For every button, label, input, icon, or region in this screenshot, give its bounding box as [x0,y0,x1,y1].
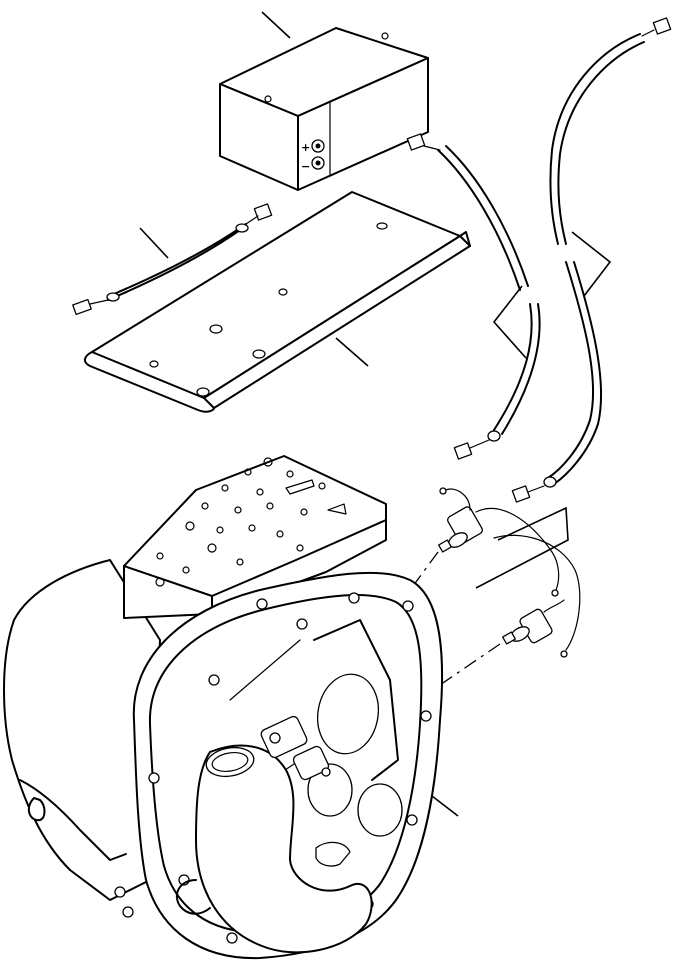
mounting-bracket [84,191,471,413]
valve-block-holes [155,457,347,587]
callout-leader-harness-b [571,231,612,297]
transmission-housing [3,455,444,960]
harness-b [511,17,672,503]
terminal-plus-symbol: + [301,141,310,154]
jumper-harness [72,203,273,316]
callout-leader-housing [431,795,459,817]
callout-leader-switches [475,506,569,589]
callout-leader-control-box [261,11,291,39]
harness-a [406,133,541,460]
cover-bolts [148,592,432,944]
callout-leader-harness-a [492,285,527,359]
callout-leader-bracket [335,337,369,367]
pressure-switches [299,487,581,761]
terminal-minus-symbol: − [301,160,310,173]
control-box: + − [219,27,429,191]
callout-leader-jumper-harness [139,227,169,259]
callout-leaders [139,11,612,817]
